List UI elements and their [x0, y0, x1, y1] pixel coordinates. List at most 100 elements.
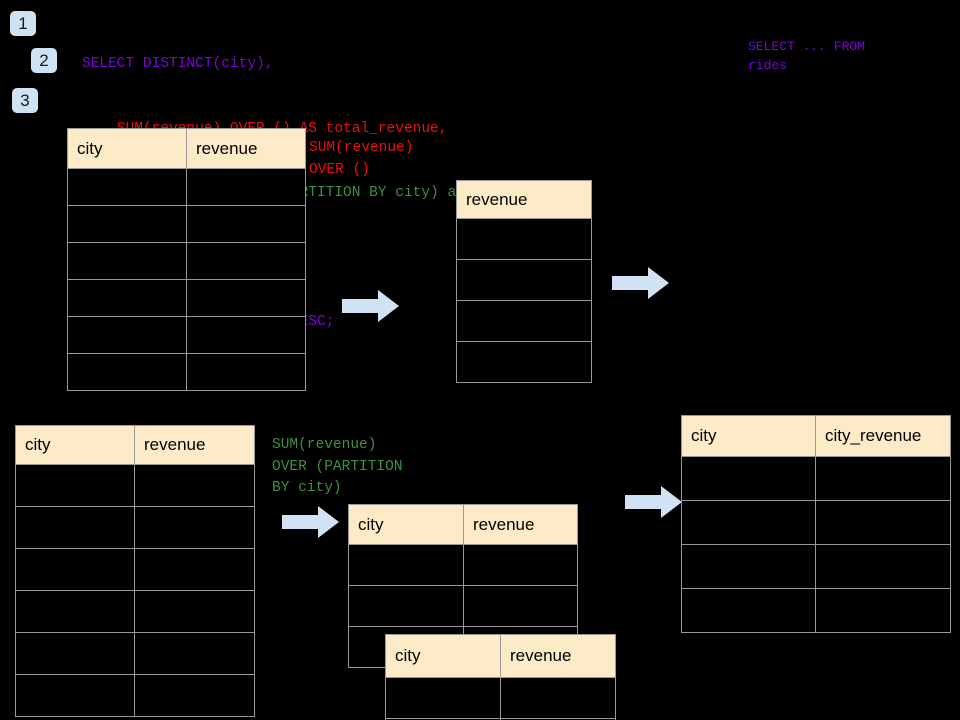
column-header-city: city [67, 128, 187, 169]
cell-city [15, 590, 135, 633]
cell-revenue [456, 341, 592, 383]
table-row [456, 218, 592, 260]
cell-revenue [134, 674, 255, 717]
table-header-row: city revenue [348, 504, 578, 545]
table-row [681, 500, 951, 545]
cell-revenue [463, 544, 578, 586]
cell-city [385, 677, 501, 719]
column-header-city-revenue: city_revenue [815, 415, 951, 457]
table-row [385, 718, 616, 720]
column-header-city: city [385, 634, 501, 678]
cell-revenue [463, 585, 578, 627]
cell-revenue [134, 590, 255, 633]
annotation-city-revenue: SUM(revenue) OVER (PARTITION BY city) [272, 437, 403, 496]
sql-line-select: SELECT DISTINCT(city), [82, 56, 274, 72]
column-header-revenue: revenue [463, 504, 578, 545]
cell-revenue [134, 506, 255, 549]
table-source-top: city revenue [67, 128, 306, 391]
cell-city [681, 456, 816, 501]
step-badge-2: 2 [31, 48, 57, 73]
cell-city [15, 464, 135, 507]
column-header-revenue: revenue [134, 425, 255, 465]
step-badge-3: 3 [12, 88, 38, 113]
table-total-revenue: revenue [456, 180, 592, 383]
table-row [67, 242, 306, 280]
cell-revenue [134, 548, 255, 591]
table-result: city city_revenue [681, 415, 951, 633]
annotation-source-query: SELECT ... FROM rides [748, 39, 866, 73]
table-row [348, 585, 578, 627]
cell-city-revenue [815, 500, 951, 545]
cell-city [67, 279, 187, 317]
table-row [681, 588, 951, 633]
table-row [15, 548, 255, 591]
cell-city [348, 544, 464, 586]
table-row [681, 544, 951, 589]
cell-revenue [186, 279, 306, 317]
cell-revenue [186, 316, 306, 354]
cell-city [15, 674, 135, 717]
cell-city [15, 506, 135, 549]
cell-revenue [186, 353, 306, 391]
table-partition-back: city revenue [348, 504, 578, 668]
cell-city [681, 588, 816, 633]
table-row [15, 506, 255, 549]
table-partition-front: city revenue [385, 634, 616, 720]
cell-city [681, 500, 816, 545]
cell-revenue [456, 218, 592, 260]
table-row [456, 259, 592, 301]
table-header-row: city revenue [15, 425, 255, 465]
table-row [67, 316, 306, 354]
cell-city [15, 632, 135, 675]
cell-city-revenue [815, 456, 951, 501]
flow-arrow-icon [342, 290, 399, 322]
cell-revenue [186, 242, 306, 280]
table-row [67, 168, 306, 206]
flow-arrow-icon [625, 486, 682, 518]
cell-city [67, 316, 187, 354]
step-badge-1: 1 [10, 11, 36, 36]
table-row [15, 464, 255, 507]
cell-city [348, 585, 464, 627]
table-header-row: city revenue [385, 634, 616, 678]
table-source-bottom: city revenue [15, 425, 255, 717]
cell-city [15, 548, 135, 591]
table-row [15, 590, 255, 633]
table-header-row: revenue [456, 180, 592, 219]
cell-city [67, 242, 187, 280]
column-header-city: city [681, 415, 816, 457]
column-header-city: city [15, 425, 135, 465]
cell-revenue [500, 718, 616, 720]
cell-revenue [456, 300, 592, 342]
cell-revenue [500, 677, 616, 719]
cell-city-revenue [815, 588, 951, 633]
cell-city [67, 353, 187, 391]
cell-city [681, 544, 816, 589]
column-header-revenue: revenue [456, 180, 592, 219]
cell-revenue [134, 632, 255, 675]
table-row [681, 456, 951, 501]
cell-revenue [186, 205, 306, 243]
table-row [456, 300, 592, 342]
table-row [67, 279, 306, 317]
table-row [15, 632, 255, 675]
cell-revenue [134, 464, 255, 507]
table-row [15, 674, 255, 717]
cell-revenue [456, 259, 592, 301]
flow-arrow-icon [612, 267, 669, 299]
cell-city [67, 205, 187, 243]
table-row [348, 544, 578, 586]
table-header-row: city city_revenue [681, 415, 951, 457]
column-header-revenue: revenue [500, 634, 616, 678]
annotation-total-revenue: SUM(revenue) OVER () [309, 140, 414, 178]
column-header-city: city [348, 504, 464, 545]
table-header-row: city revenue [67, 128, 306, 169]
column-header-revenue: revenue [186, 128, 306, 169]
table-row [67, 205, 306, 243]
table-row [67, 353, 306, 391]
table-row [385, 677, 616, 719]
cell-city [67, 168, 187, 206]
flow-arrow-icon [282, 506, 339, 538]
cell-revenue [186, 168, 306, 206]
